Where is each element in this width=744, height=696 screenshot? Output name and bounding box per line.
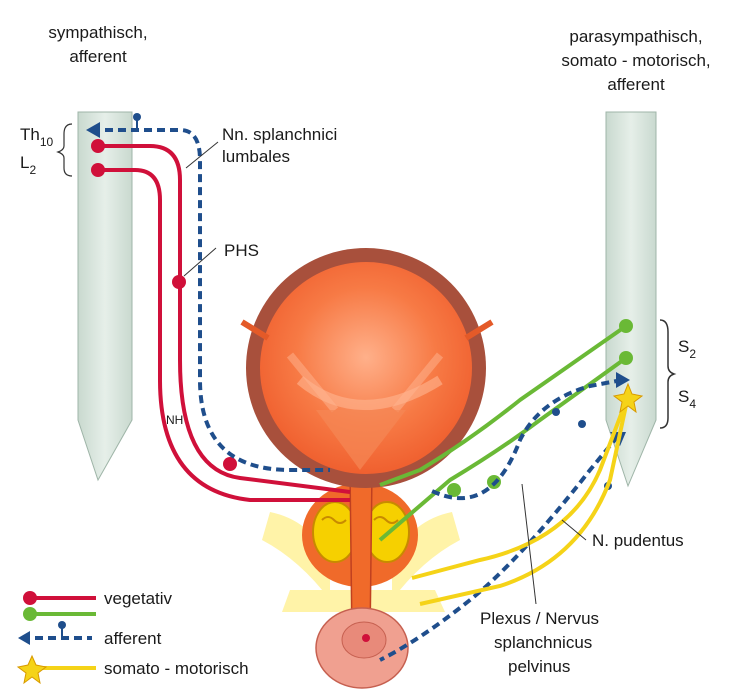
label-nn-splanchnici-2: lumbales [222,147,290,166]
afferent-receptor-left [133,113,141,121]
sympathetic-pathways [98,144,351,502]
label-plexus-1: Plexus / Nervus [480,609,599,628]
pelvic-ganglion-1 [447,483,461,497]
label-plexus-2: splanchnicus [494,633,592,652]
legend-item-afferent: afferent [18,621,162,648]
afferent-pathway-left [92,128,330,472]
ureter-left [240,319,270,341]
label-plexus-3: pelvinus [508,657,570,676]
pelvic-floor [262,512,460,612]
penile-bulb [315,607,409,689]
heading-left-line1: sympathisch, [48,23,147,42]
legend-star-icon [16,654,48,685]
heading-right-line2: somato - motorisch, [561,51,710,70]
sympathetic-soma-1 [91,139,105,153]
afferent-receptor-r1 [578,420,586,428]
segment-s4: S4 [678,387,696,411]
heading-right-line3: afferent [607,75,665,94]
leader-nn [185,141,219,169]
afferent-arrow-left [86,122,100,138]
brace-th10-l2 [56,123,73,177]
leader-pudentus [561,519,587,541]
legend-item-somato-motorisch: somato - motorisch [16,654,249,685]
parasympathetic-soma-2 [619,351,633,365]
heading-left-line2: afferent [69,47,127,66]
afferent-arrow-right-1 [616,372,630,388]
legend-item-vegetativ-green [23,607,96,621]
heading-right-line1: parasympathisch, [569,27,702,46]
segment-s2: S2 [678,337,696,361]
label-nh: NH [166,413,183,427]
segment-l2: L2 [20,153,36,177]
label-n-pudentus: N. pudentus [592,531,684,550]
ureter-right [464,319,494,341]
bladder [240,248,494,488]
brace-s2-s4 [659,319,677,429]
sympathetic-soma-2 [91,163,105,177]
spinal-cord-right [605,111,657,488]
parasympathetic-pathways [378,324,628,542]
legend-label-vegetativ: vegetativ [104,589,173,608]
parasympathetic-soma-1 [619,319,633,333]
spinal-cord-left [77,111,133,482]
phs-ganglion [172,275,186,289]
legend: vegetativ afferent somato - motorisch [16,589,249,685]
label-phs: PHS [224,241,259,260]
legend-item-vegetativ-red: vegetativ [23,589,173,608]
afferent-pathway-right [379,378,623,662]
leader-plexus [521,483,537,605]
afferent-receptor-r3 [552,408,560,416]
somatic-pathways [411,395,630,606]
legend-label-afferent: afferent [104,629,162,648]
segment-th10: Th10 [20,125,54,149]
somatic-motoneuron-star [612,382,644,414]
legend-label-somato-motorisch: somato - motorisch [104,659,249,678]
nh-ganglion [223,457,237,471]
label-nn-splanchnici-1: Nn. splanchnici [222,125,337,144]
leader-phs [183,247,217,277]
